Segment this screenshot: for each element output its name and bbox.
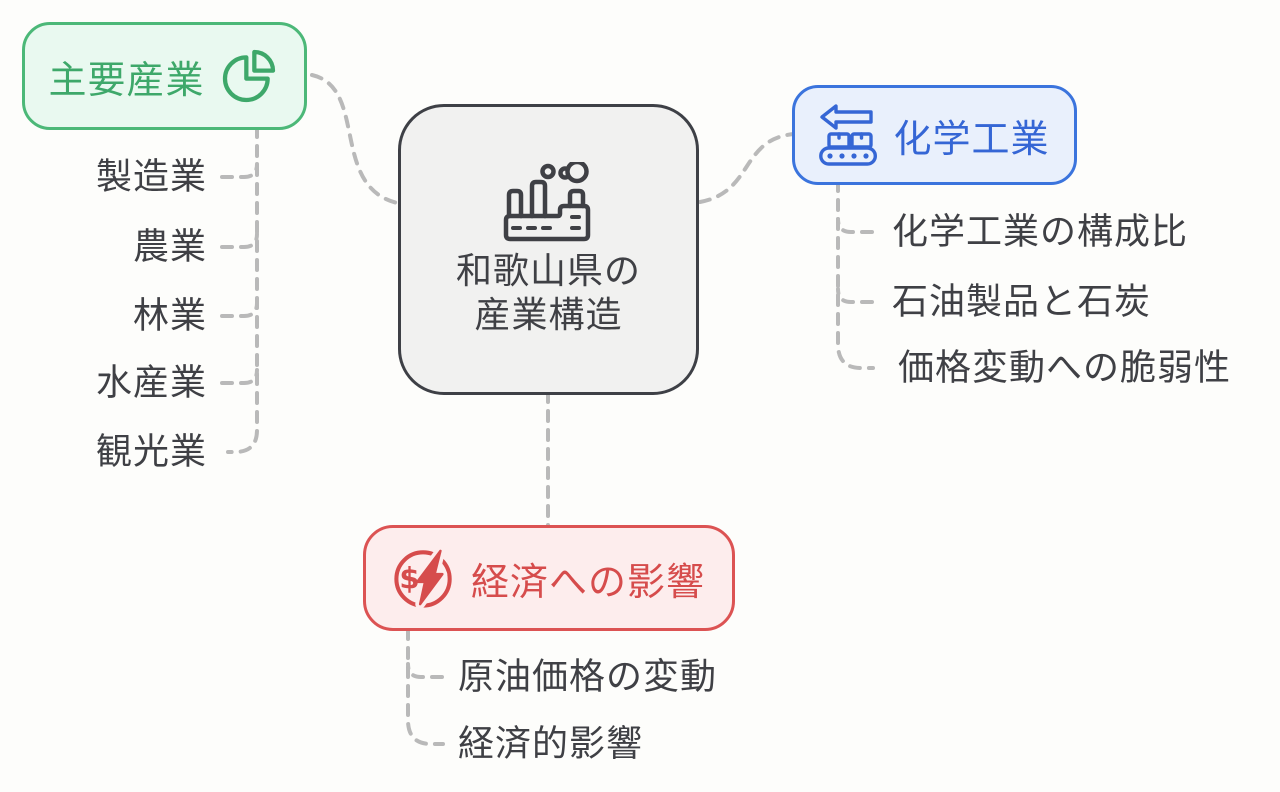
connector-blue-branch-line [836,179,875,370]
branch-node-economic-impact[interactable]: $ 経済への影響 [363,525,735,631]
center-title-line-1: 和歌山県の [455,250,641,292]
conveyor-belt-icon [819,104,878,166]
dollar-lightning-icon: $ [394,547,452,609]
connector-red-stub-1 [406,662,444,679]
item-economic-effect[interactable]: 経済的影響 [458,723,644,765]
center-title: 和歌山県の 産業構造 [456,250,641,338]
connector-green-branch-line [226,125,259,454]
branch-label-chemical-industry: 化学工業 [893,116,1050,161]
connector-red-branch-line [406,627,445,746]
svg-text:$: $ [399,562,419,596]
item-fishery[interactable]: 水産業 [95,362,207,404]
item-petroleum-coal[interactable]: 石油製品と石炭 [892,281,1152,323]
connector-center-to-blue [698,132,796,204]
center-title-line-2: 産業構造 [474,294,623,336]
factory-icon [503,161,590,241]
center-node[interactable]: 和歌山県の 産業構造 [398,104,699,395]
connector-blue-stub-1 [836,217,874,234]
item-manufacturing[interactable]: 製造業 [95,156,207,198]
connector-green-stub-2 [220,232,259,249]
item-chemical-composition[interactable]: 化学工業の構成比 [892,211,1189,253]
connector-green-to-center [310,73,399,205]
branch-label-economic-impact: 経済への影響 [470,559,705,604]
connector-green-stub-1 [220,162,259,179]
connector-green-stub-3 [220,301,259,318]
branch-node-main-industries[interactable]: 主要産業 [22,22,307,130]
connector-green-stub-4 [220,368,259,385]
branch-node-chemical-industry[interactable]: 化学工業 [792,85,1077,185]
branch-label-main-industries: 主要産業 [48,57,205,102]
item-forestry[interactable]: 林業 [132,295,207,337]
item-agriculture[interactable]: 農業 [132,226,207,268]
item-tourism[interactable]: 観光業 [95,431,207,473]
item-price-vulnerability[interactable]: 価格変動への脆弱性 [898,347,1232,389]
item-crude-oil-price[interactable]: 原油価格の変動 [458,656,718,698]
pie-chart-icon [222,49,275,103]
connector-blue-stub-2 [836,287,874,304]
